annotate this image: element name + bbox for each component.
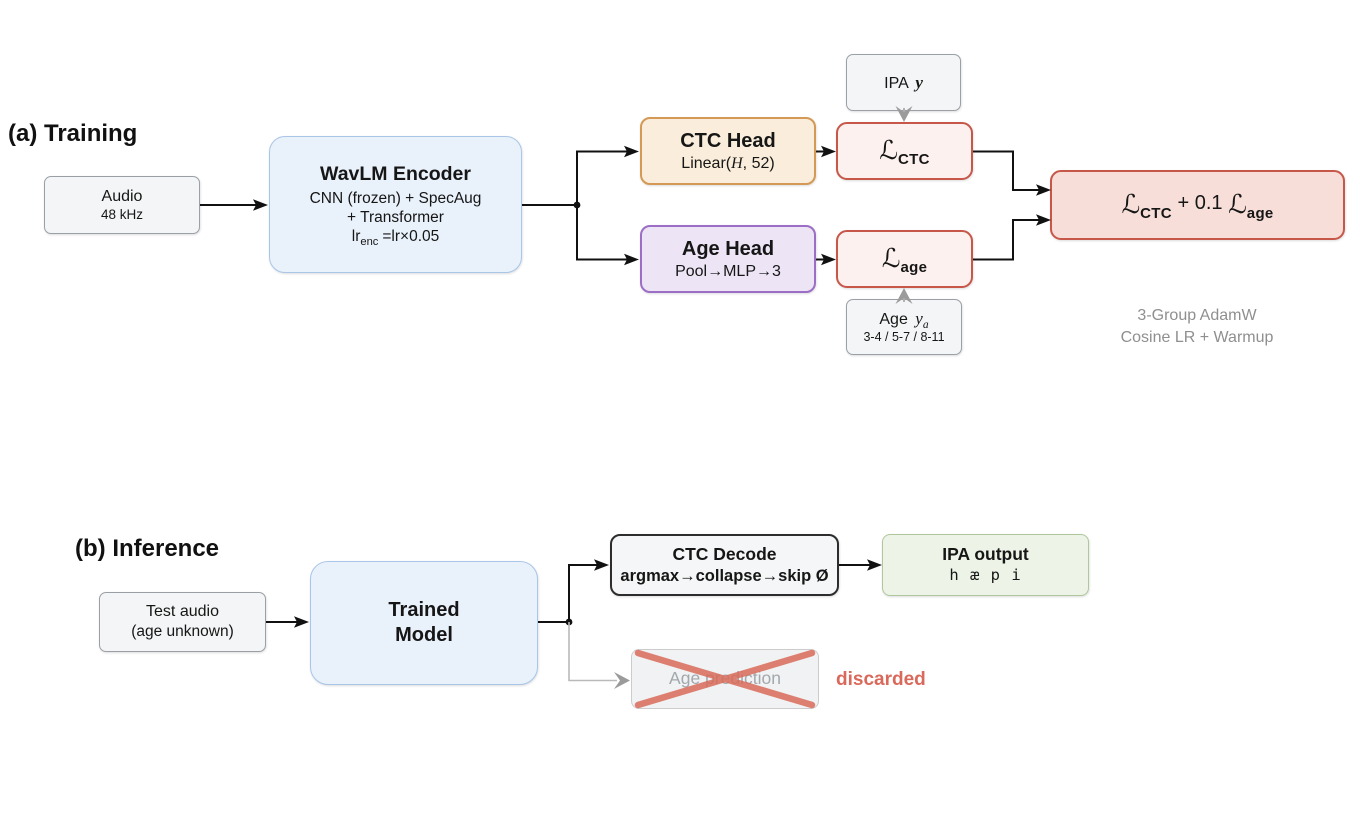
edge-junction-to-age-prediction — [568, 622, 617, 682]
test-audio-line1: Test audio — [146, 603, 219, 621]
section-a-title: (a) Training — [8, 120, 138, 147]
arrowhead-loss-ctc-to-total — [1036, 184, 1051, 196]
age-head-title: Age Head — [681, 237, 775, 260]
age-head-sub: Pool→MLP→3 — [675, 262, 781, 280]
edge-loss-ctc-to-total — [973, 150, 1040, 191]
ctc-head-title: CTC Head — [680, 129, 776, 152]
ctc-decode-node: CTC Decode argmax→collapse→skip Ø — [610, 534, 839, 596]
ipa-output-title: IPA output — [942, 544, 1029, 565]
age-target-label: Age ya — [879, 309, 929, 331]
section-b-title: (b) Inference — [75, 535, 220, 562]
audio-samplerate: 48 kHz — [100, 206, 144, 222]
arrowhead-to-decode — [594, 559, 609, 571]
arrowhead-to-loss-age — [821, 253, 836, 266]
trained-model-node: Trained Model — [310, 561, 538, 685]
arrowhead-loss-age-to-total — [1036, 214, 1051, 226]
total-loss-node: ℒCTC + 0.1 ℒage — [1050, 170, 1345, 240]
optimizer-note-line2: Cosine LR + Warmup — [1120, 329, 1274, 346]
wavlm-encoder-node: WavLM Encoder CNN (frozen) + SpecAug + T… — [269, 136, 522, 273]
loss-ctc-node: ℒCTC — [836, 122, 973, 180]
junction-dot-inference — [565, 618, 573, 626]
ctc-decode-sub: argmax→collapse→skip Ø — [620, 566, 829, 585]
ctc-decode-title: CTC Decode — [672, 543, 777, 564]
trained-model-line1: Trained — [388, 599, 460, 621]
ipa-output-phonemes: h æ p i — [949, 566, 1022, 585]
audio-label: Audio — [101, 187, 143, 205]
age-head-node: Age Head Pool→MLP→3 — [640, 225, 816, 293]
grey-arrowhead-age-prediction — [614, 672, 630, 689]
total-loss-label: ℒCTC + 0.1 ℒage — [1121, 189, 1274, 222]
arrowhead-to-ctc-head — [624, 145, 639, 158]
edge-junction-to-ctc-head — [576, 150, 628, 205]
arrowhead-audio-to-wavlm — [253, 199, 268, 211]
age-prediction-label: Age prediction — [669, 668, 781, 689]
edge-junction-to-decode — [568, 564, 598, 622]
ctc-head-sub: Linear(H, 52) — [681, 154, 775, 172]
age-target-groups: 3-4 / 5-7 / 8-11 — [863, 330, 945, 345]
loss-age-node: ℒage — [836, 230, 973, 288]
arrowhead-test-audio-to-model — [294, 616, 309, 628]
arrowhead-to-output — [867, 559, 882, 571]
edge-junction-to-age-head — [576, 205, 628, 261]
optimizer-note: 3-Group AdamW Cosine LR + Warmup — [1072, 305, 1322, 349]
loss-age-label: ℒage — [881, 243, 928, 276]
audio-input-node: Audio 48 kHz — [44, 176, 200, 234]
age-prediction-node: Age prediction — [631, 649, 819, 709]
junction-dot-training — [573, 201, 581, 209]
test-audio-line2: (age unknown) — [131, 623, 234, 641]
arrowhead-to-loss-ctc — [821, 145, 836, 158]
optimizer-note-line1: 3-Group AdamW — [1137, 307, 1257, 324]
age-target-node: Age ya 3-4 / 5-7 / 8-11 — [846, 299, 962, 355]
ctc-head-node: CTC Head Linear(H, 52) — [640, 117, 816, 185]
test-audio-node: Test audio (age unknown) — [99, 592, 266, 652]
trained-model-line2: Model — [395, 624, 453, 646]
ipa-target-node: IPA y — [846, 54, 961, 111]
discarded-label: discarded — [836, 669, 926, 690]
edge-loss-age-to-total — [973, 219, 1040, 261]
wavlm-title: WavLM Encoder — [320, 163, 471, 186]
wavlm-lr-line: lrenc=lr×0.05 — [351, 228, 440, 248]
wavlm-line2: + Transformer — [347, 209, 444, 226]
arrowhead-to-age-head — [624, 253, 639, 266]
wavlm-line1: CNN (frozen) + SpecAug — [309, 189, 482, 207]
ipa-target-label: IPA y — [884, 72, 923, 92]
loss-ctc-label: ℒCTC — [879, 135, 930, 168]
ipa-output-node: IPA output h æ p i — [882, 534, 1089, 596]
